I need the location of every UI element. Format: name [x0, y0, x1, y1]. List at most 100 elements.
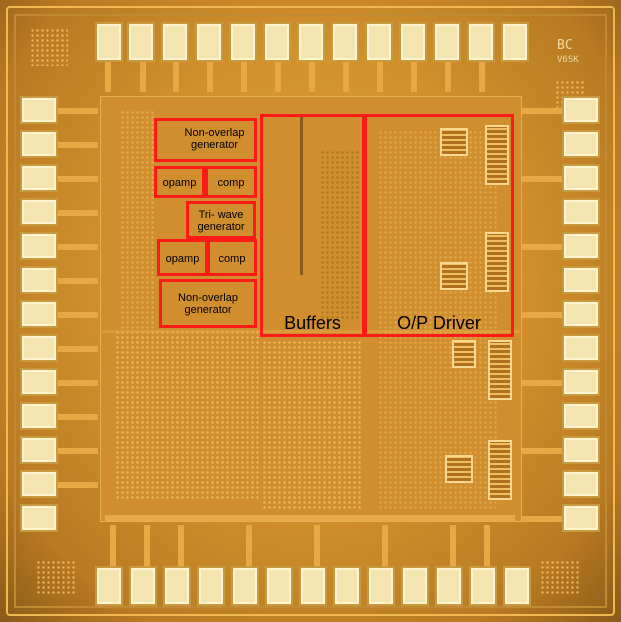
bond-pad [467, 22, 495, 62]
bond-finger [343, 62, 349, 92]
block-label: generator [184, 304, 232, 316]
bond-finger [140, 62, 146, 92]
bond-pad [20, 130, 58, 158]
bond-finger [246, 525, 252, 566]
bond-pad [562, 402, 600, 430]
block-label: Tri- wave [198, 209, 244, 221]
bond-pad [265, 566, 293, 606]
block-non-overlap-generator-top: Non-overlap generator [154, 118, 257, 162]
bond-finger [58, 108, 98, 114]
bond-pad [20, 300, 58, 328]
bond-finger [241, 62, 247, 92]
core-logic-array-center [320, 150, 360, 320]
bond-finger [58, 210, 98, 216]
left-column-array [120, 110, 155, 330]
bond-pad [331, 22, 359, 62]
bond-pad [503, 566, 531, 606]
bond-pad [129, 566, 157, 606]
block-label: comp [218, 253, 246, 265]
output-transistor [485, 125, 509, 185]
block-op-driver: O/P Driver [364, 114, 514, 337]
bond-finger [58, 346, 98, 352]
block-label: Non-overlap [178, 292, 238, 304]
bond-pad [161, 22, 189, 62]
bond-finger [110, 525, 116, 566]
bond-finger [522, 448, 562, 454]
output-transistor [488, 340, 512, 400]
output-transistor [445, 455, 473, 483]
bond-pad [20, 198, 58, 226]
bond-pad [231, 566, 259, 606]
bond-finger [522, 108, 562, 114]
bond-finger [450, 525, 456, 566]
bond-finger [58, 414, 98, 420]
bond-finger [58, 278, 98, 284]
bond-pad [365, 22, 393, 62]
bond-pad [433, 22, 461, 62]
bond-finger [58, 380, 98, 386]
bond-pad [195, 22, 223, 62]
bond-pad [95, 22, 123, 62]
block-label: comp [217, 177, 245, 189]
bond-pad [263, 22, 291, 62]
bond-pad [197, 566, 225, 606]
bond-finger [58, 448, 98, 454]
bond-pad [20, 266, 58, 294]
output-transistor [440, 128, 468, 156]
bond-finger [144, 525, 150, 566]
bond-pad [297, 22, 325, 62]
bond-finger [522, 380, 562, 386]
bond-pad [562, 470, 600, 498]
bond-pad [562, 198, 600, 226]
bond-pad [401, 566, 429, 606]
bond-finger [522, 516, 562, 522]
bond-finger [58, 312, 98, 318]
core-logic-array-left [115, 330, 260, 500]
bond-finger [314, 525, 320, 566]
bond-pad [399, 22, 427, 62]
bond-finger [58, 176, 98, 182]
bond-finger [105, 62, 111, 92]
bond-pad [20, 96, 58, 124]
bond-pad [562, 368, 600, 396]
bond-pad [469, 566, 497, 606]
bond-finger [58, 482, 98, 488]
block-comp-top: comp [205, 166, 257, 198]
power-rail [300, 115, 303, 275]
bond-pad [20, 436, 58, 464]
bond-pad [562, 130, 600, 158]
output-transistor [485, 232, 509, 292]
bond-pad [20, 402, 58, 430]
outer-seal-ring [6, 6, 615, 616]
core-logic-array-mid [262, 340, 362, 510]
output-transistor [452, 340, 476, 368]
bond-pad [562, 334, 600, 362]
bond-pad [163, 566, 191, 606]
bond-finger [522, 176, 562, 182]
die-marking-line-1: BC [557, 38, 573, 53]
block-label: generator [197, 221, 245, 233]
bond-pad [95, 566, 123, 606]
inner-seal-ring [14, 14, 607, 608]
bond-pad [562, 300, 600, 328]
die-marking-line-2: V6SK [557, 55, 579, 65]
bond-pad [20, 470, 58, 498]
block-non-overlap-generator-bottom: Non-overlap generator [159, 279, 257, 328]
bond-finger [58, 142, 98, 148]
bond-finger [522, 312, 562, 318]
block-opamp-top: opamp [154, 166, 205, 198]
bond-pad [562, 232, 600, 260]
bond-pad [435, 566, 463, 606]
bond-finger [207, 62, 213, 92]
bond-finger [309, 62, 315, 92]
bond-finger [58, 244, 98, 250]
block-label: Non-overlap [184, 127, 245, 139]
corner-pattern-bottom-right [540, 560, 580, 596]
bond-pad [333, 566, 361, 606]
power-rail [100, 330, 520, 333]
bond-pad [562, 96, 600, 124]
driver-array [378, 130, 498, 510]
bond-finger [275, 62, 281, 92]
block-label: opamp [162, 177, 197, 189]
